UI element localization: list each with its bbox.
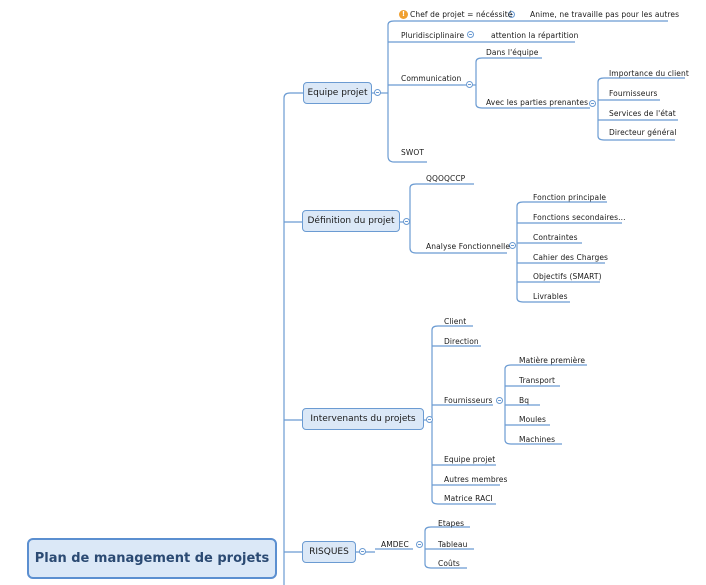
node-swot[interactable]: SWOT xyxy=(401,148,425,157)
node-tableau[interactable]: Tableau xyxy=(438,540,468,549)
root-node[interactable]: Plan de management de projets xyxy=(27,538,277,579)
collapse-chef-toggle-icon[interactable] xyxy=(508,11,515,18)
node-qqoqccp[interactable]: QQOQCCP xyxy=(426,174,466,183)
node-services-etat[interactable]: Services de l'état xyxy=(609,109,676,118)
node-transport[interactable]: Transport xyxy=(519,376,556,385)
collapse-analyse-toggle-icon[interactable] xyxy=(509,242,516,249)
branch-equipe-projet-label: Equipe projet xyxy=(307,88,368,98)
node-chef-projet[interactable]: Chef de projet = nécéssité xyxy=(410,10,513,19)
collapse-definition-toggle-icon[interactable] xyxy=(403,218,410,225)
node-matiere-premiere[interactable]: Matière première xyxy=(519,356,586,365)
node-dans-equipe[interactable]: Dans l'équipe xyxy=(486,48,539,57)
node-couts[interactable]: Coûts xyxy=(438,559,460,568)
node-cahier-charges[interactable]: Cahier des Charges xyxy=(533,253,609,262)
node-fonctions-secondaires[interactable]: Fonctions secondaires... xyxy=(533,213,626,222)
collapse-fournisseurs-toggle-icon[interactable] xyxy=(496,397,503,404)
collapse-risques-toggle-icon[interactable] xyxy=(359,548,366,555)
branch-equipe-projet[interactable]: Equipe projet xyxy=(303,82,372,104)
node-direction[interactable]: Direction xyxy=(444,337,479,346)
node-attention-repartition[interactable]: attention la répartition xyxy=(491,31,579,40)
root-title: Plan de management de projets xyxy=(34,551,270,566)
node-machines[interactable]: Machines xyxy=(519,435,556,444)
node-objectifs-smart[interactable]: Objectifs (SMART) xyxy=(533,272,602,281)
collapse-equipe-toggle-icon[interactable] xyxy=(374,89,381,96)
collapse-communication-toggle-icon[interactable] xyxy=(466,81,473,88)
branch-intervenants-label: Intervenants du projets xyxy=(310,414,416,424)
branch-risques-label: RISQUES xyxy=(309,547,349,557)
branch-risques[interactable]: RISQUES xyxy=(302,541,356,563)
node-amdec[interactable]: AMDEC xyxy=(381,540,409,549)
node-analyse-fonctionnelle[interactable]: Analyse Fonctionnelle xyxy=(426,242,511,251)
branch-definition-projet-label: Définition du projet xyxy=(307,216,395,226)
collapse-pluri-toggle-icon[interactable] xyxy=(467,31,474,38)
node-fonction-principale[interactable]: Fonction principale xyxy=(533,193,607,202)
node-pluridisciplinaire[interactable]: Pluridisciplinaire xyxy=(401,31,465,40)
node-livrables[interactable]: Livrables xyxy=(533,292,568,301)
node-avec-parties-prenantes[interactable]: Avec les parties prenantes xyxy=(486,98,589,107)
branch-definition-projet[interactable]: Définition du projet xyxy=(302,210,400,232)
node-moules[interactable]: Moules xyxy=(519,415,547,424)
node-etapes[interactable]: Etapes xyxy=(438,519,465,528)
node-communication[interactable]: Communication xyxy=(401,74,462,83)
node-fournisseurs[interactable]: Fournisseurs xyxy=(444,396,493,405)
collapse-intervenants-toggle-icon[interactable] xyxy=(426,416,433,423)
node-importance-client[interactable]: Importance du client xyxy=(609,69,689,78)
node-bq[interactable]: Bq xyxy=(519,396,530,405)
branch-intervenants[interactable]: Intervenants du projets xyxy=(302,408,424,430)
node-anime[interactable]: Anime, ne travaille pas pour les autres xyxy=(530,10,680,19)
collapse-parties-toggle-icon[interactable] xyxy=(589,100,596,107)
node-equipe-projet-intervenant[interactable]: Equipe projet xyxy=(444,455,496,464)
node-contraintes[interactable]: Contraintes xyxy=(533,233,578,242)
collapse-amdec-toggle-icon[interactable] xyxy=(416,541,423,548)
node-fournisseurs-equipe[interactable]: Fournisseurs xyxy=(609,89,658,98)
node-client[interactable]: Client xyxy=(444,317,467,326)
node-directeur-general[interactable]: Directeur général xyxy=(609,128,677,137)
node-matrice-raci[interactable]: Matrice RACI xyxy=(444,494,493,503)
node-autres-membres[interactable]: Autres membres xyxy=(444,475,508,484)
warning-icon: ! xyxy=(399,10,408,19)
